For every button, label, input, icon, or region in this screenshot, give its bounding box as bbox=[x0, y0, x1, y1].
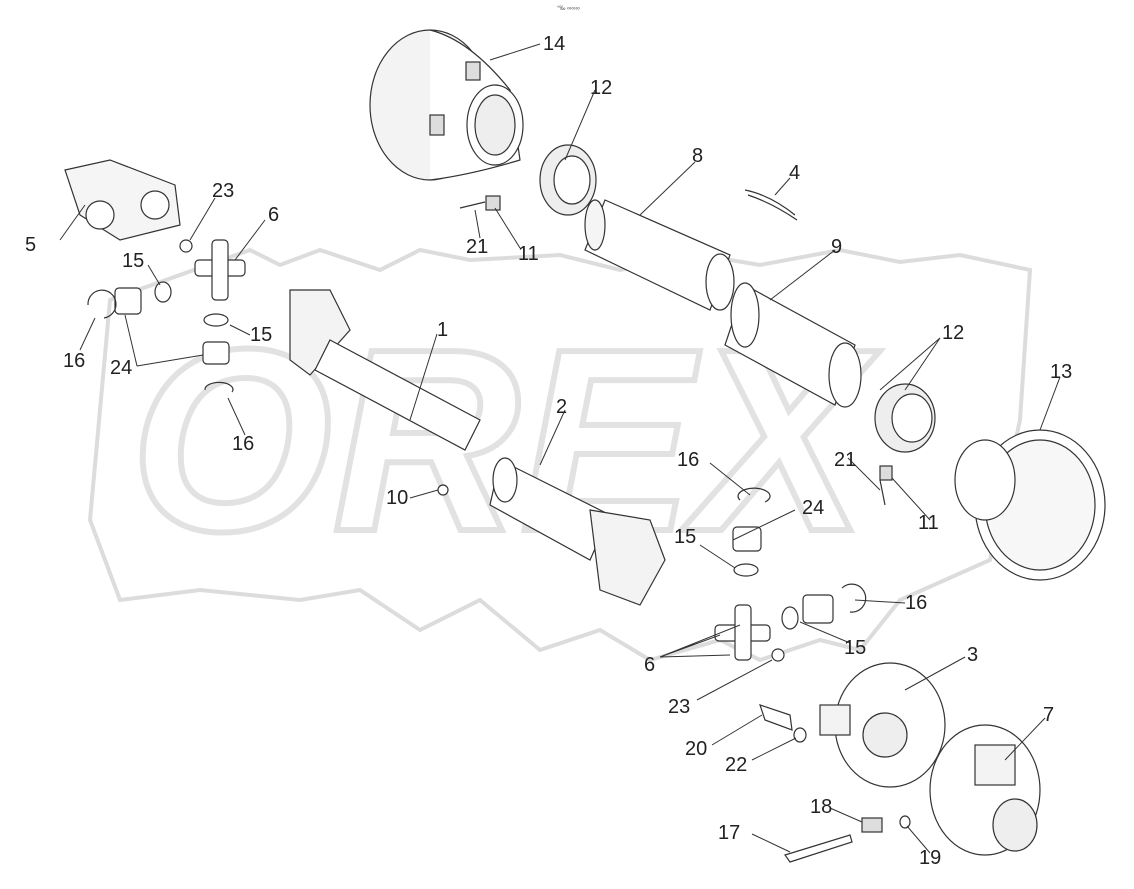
part-16-circlip-lower bbox=[737, 487, 771, 503]
label-23: 23 bbox=[668, 696, 691, 718]
part-7-flange bbox=[929, 724, 1041, 856]
label-21: 21 bbox=[834, 449, 857, 471]
label-2: 2 bbox=[556, 396, 568, 418]
part-10-ring bbox=[437, 484, 449, 496]
part-5-yoke bbox=[64, 159, 181, 241]
part-19-ring bbox=[899, 815, 911, 829]
part-3-flange-yoke bbox=[819, 662, 946, 788]
part-22-washer bbox=[793, 727, 807, 743]
label-7: 7 bbox=[1043, 704, 1055, 726]
label-16: 16 bbox=[232, 433, 255, 455]
part-20-bolt bbox=[759, 704, 793, 731]
part-6-cross-top bbox=[194, 239, 246, 301]
part-15-seal-left bbox=[154, 281, 172, 303]
part-12-bearing-ring-lower bbox=[874, 383, 936, 453]
part-4-chain bbox=[744, 189, 798, 221]
part-17-pin bbox=[784, 834, 853, 863]
part-23-nipple-bottom bbox=[771, 648, 785, 662]
label-15: 15 bbox=[674, 526, 697, 548]
label-21: 21 bbox=[466, 236, 489, 258]
label-12: 12 bbox=[942, 322, 965, 344]
label-24: 24 bbox=[802, 497, 825, 519]
label-22: 22 bbox=[725, 754, 748, 776]
label-5: 5 bbox=[25, 234, 37, 256]
part-24-bearing-cup-right bbox=[802, 594, 834, 624]
label-3: 3 bbox=[967, 644, 979, 666]
part-12-bearing-ring-top bbox=[539, 144, 597, 216]
label-16: 16 bbox=[905, 592, 928, 614]
label-17: 17 bbox=[718, 822, 741, 844]
part-13-guard-cone bbox=[954, 429, 1106, 581]
part-15-seal-lower bbox=[733, 563, 759, 577]
part-2-outer-shaft bbox=[489, 457, 666, 606]
part-21-screw-lower bbox=[879, 479, 886, 506]
part-1-inner-shaft bbox=[289, 289, 481, 451]
header-mark: °‰ ∞∞∞ bbox=[557, 6, 580, 12]
label-16: 16 bbox=[677, 449, 700, 471]
label-11: 11 bbox=[918, 512, 939, 534]
label-1: 1 bbox=[437, 319, 449, 341]
label-10: 10 bbox=[386, 487, 409, 509]
part-14-guard-cone bbox=[369, 29, 524, 181]
label-8: 8 bbox=[692, 145, 704, 167]
label-15: 15 bbox=[250, 324, 273, 346]
part-6-cross-bottom bbox=[714, 604, 771, 661]
label-24: 24 bbox=[110, 357, 133, 379]
part-21-screw-top bbox=[459, 201, 486, 209]
part-16-circlip-right bbox=[841, 583, 867, 613]
part-16-circlip-left bbox=[87, 289, 117, 319]
label-15: 15 bbox=[122, 250, 145, 272]
label-6: 6 bbox=[644, 654, 656, 676]
label-12: 12 bbox=[590, 77, 613, 99]
part-15-seal-center bbox=[203, 313, 229, 327]
label-18: 18 bbox=[810, 796, 833, 818]
label-9: 9 bbox=[831, 236, 843, 258]
part-11-block-top bbox=[485, 195, 501, 211]
part-18-spring bbox=[861, 817, 883, 833]
part-11-block-lower bbox=[879, 465, 893, 481]
label-20: 20 bbox=[685, 738, 708, 760]
part-24-bearing-cup-lower bbox=[732, 526, 762, 552]
leader-lines bbox=[59, 43, 1061, 854]
part-9-outer-tube bbox=[724, 282, 862, 408]
label-15: 15 bbox=[844, 637, 867, 659]
label-19: 19 bbox=[919, 847, 942, 869]
label-13: 13 bbox=[1050, 361, 1073, 383]
label-6: 6 bbox=[268, 204, 280, 226]
label-4: 4 bbox=[789, 162, 801, 184]
watermark-gear bbox=[87, 247, 1033, 663]
part-16-circlip-center bbox=[204, 381, 234, 393]
label-14: 14 bbox=[543, 33, 566, 55]
part-8-inner-tube bbox=[584, 199, 735, 311]
part-15-seal-right bbox=[781, 606, 799, 630]
label-11: 11 bbox=[518, 243, 539, 265]
part-24-bearing-cup-left bbox=[114, 287, 142, 315]
part-23-nipple-top bbox=[179, 239, 193, 253]
label-23: 23 bbox=[212, 180, 235, 202]
label-16: 16 bbox=[63, 350, 86, 372]
part-24-bearing-cup-center bbox=[202, 341, 230, 365]
